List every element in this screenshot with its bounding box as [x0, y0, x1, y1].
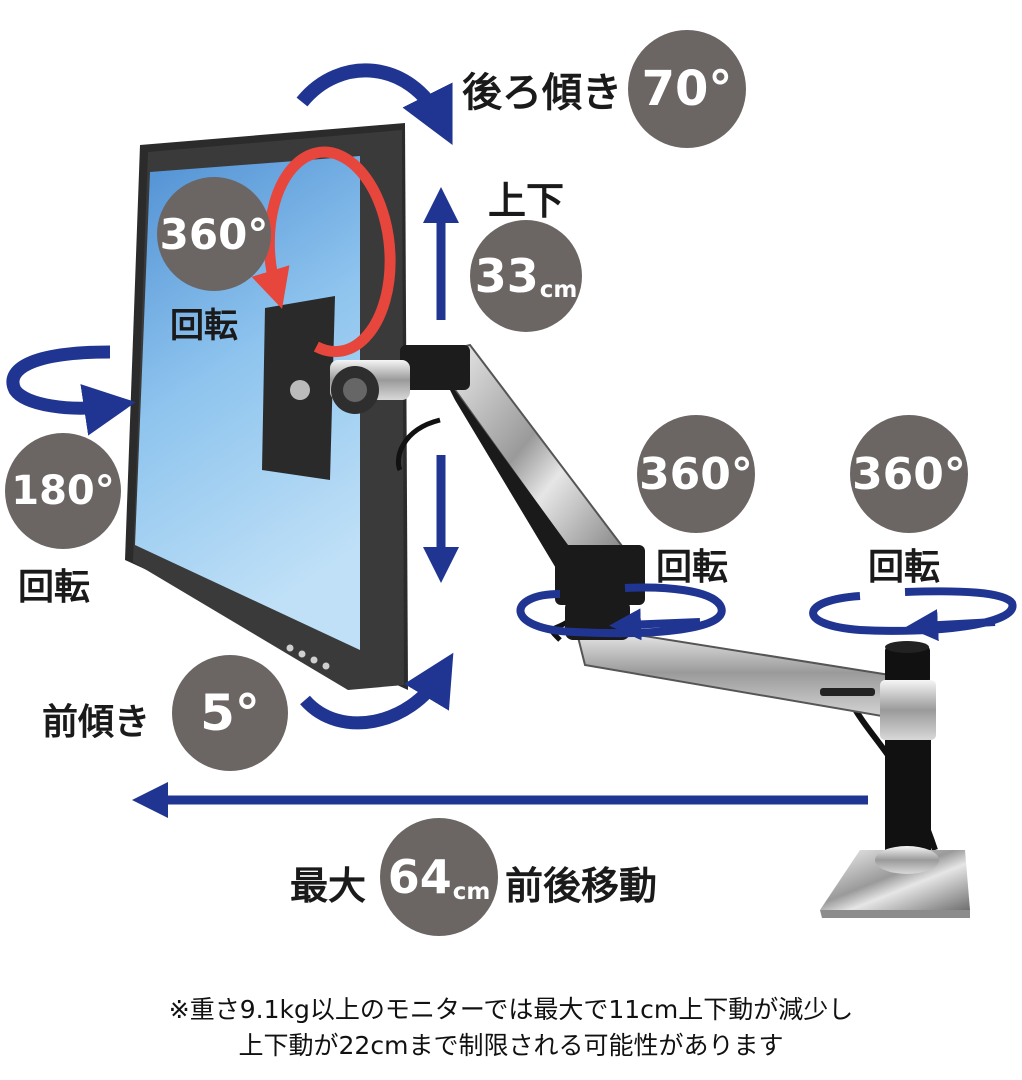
tilt-forward-value-badge: 5°	[172, 655, 288, 771]
tilt-back-curved-arrow-icon	[296, 63, 453, 146]
tilt-forward-value: 5°	[200, 684, 260, 742]
screen-rotate-label: 回転	[170, 306, 238, 346]
pan-value-badge: 180°	[5, 433, 121, 549]
tilt-back-value-badge: 70°	[628, 30, 746, 148]
height-unit: cm	[539, 276, 578, 303]
extension-suffix: 前後移動	[505, 864, 658, 908]
tilt-back-value: 70°	[641, 61, 733, 117]
height-value: 33	[474, 249, 539, 303]
tilt-forward-label: 前傾き	[42, 702, 151, 743]
elbow-rotation-ring-icon	[516, 583, 726, 638]
extension-value: 64	[387, 850, 452, 904]
motion-arrows	[6, 63, 1017, 818]
footnote-line-2: 上下動が22cmまで制限される可能性があります	[238, 1031, 784, 1060]
pan-value: 180°	[11, 468, 115, 514]
vesa-mount	[262, 296, 410, 480]
upper-arm	[400, 343, 645, 605]
pan-label: 回転	[18, 567, 91, 608]
screen-rotate-value-badge: 360°	[157, 177, 271, 291]
elbow-rotate-label: 回転	[656, 547, 729, 588]
extension-unit: cm	[452, 879, 491, 906]
tilt-forward-curved-arrow-icon	[300, 652, 454, 730]
height-label: 上下	[488, 179, 565, 223]
lower-arm	[565, 600, 907, 722]
elbow-rotate-value: 360°	[639, 448, 753, 500]
base-rotate-value: 360°	[852, 448, 966, 500]
pole-and-base	[820, 641, 970, 918]
tilt-back-label: 後ろ傾き	[462, 70, 622, 116]
elbow-rotate-value-badge: 360°	[637, 415, 755, 533]
base-rotate-label: 回転	[868, 547, 941, 588]
screen-rotation-ring	[251, 146, 396, 358]
base-rotate-value-badge: 360°	[850, 415, 968, 533]
pan-rotation-arrow-icon	[6, 345, 136, 436]
extension-prefix: 最大	[290, 864, 367, 908]
screen-rotate-value: 360°	[159, 209, 269, 259]
footnote-line-1: ※重さ9.1kg以上のモニターでは最大で11cm上下動が減少し	[168, 995, 854, 1024]
monitor-buttons	[286, 644, 330, 670]
